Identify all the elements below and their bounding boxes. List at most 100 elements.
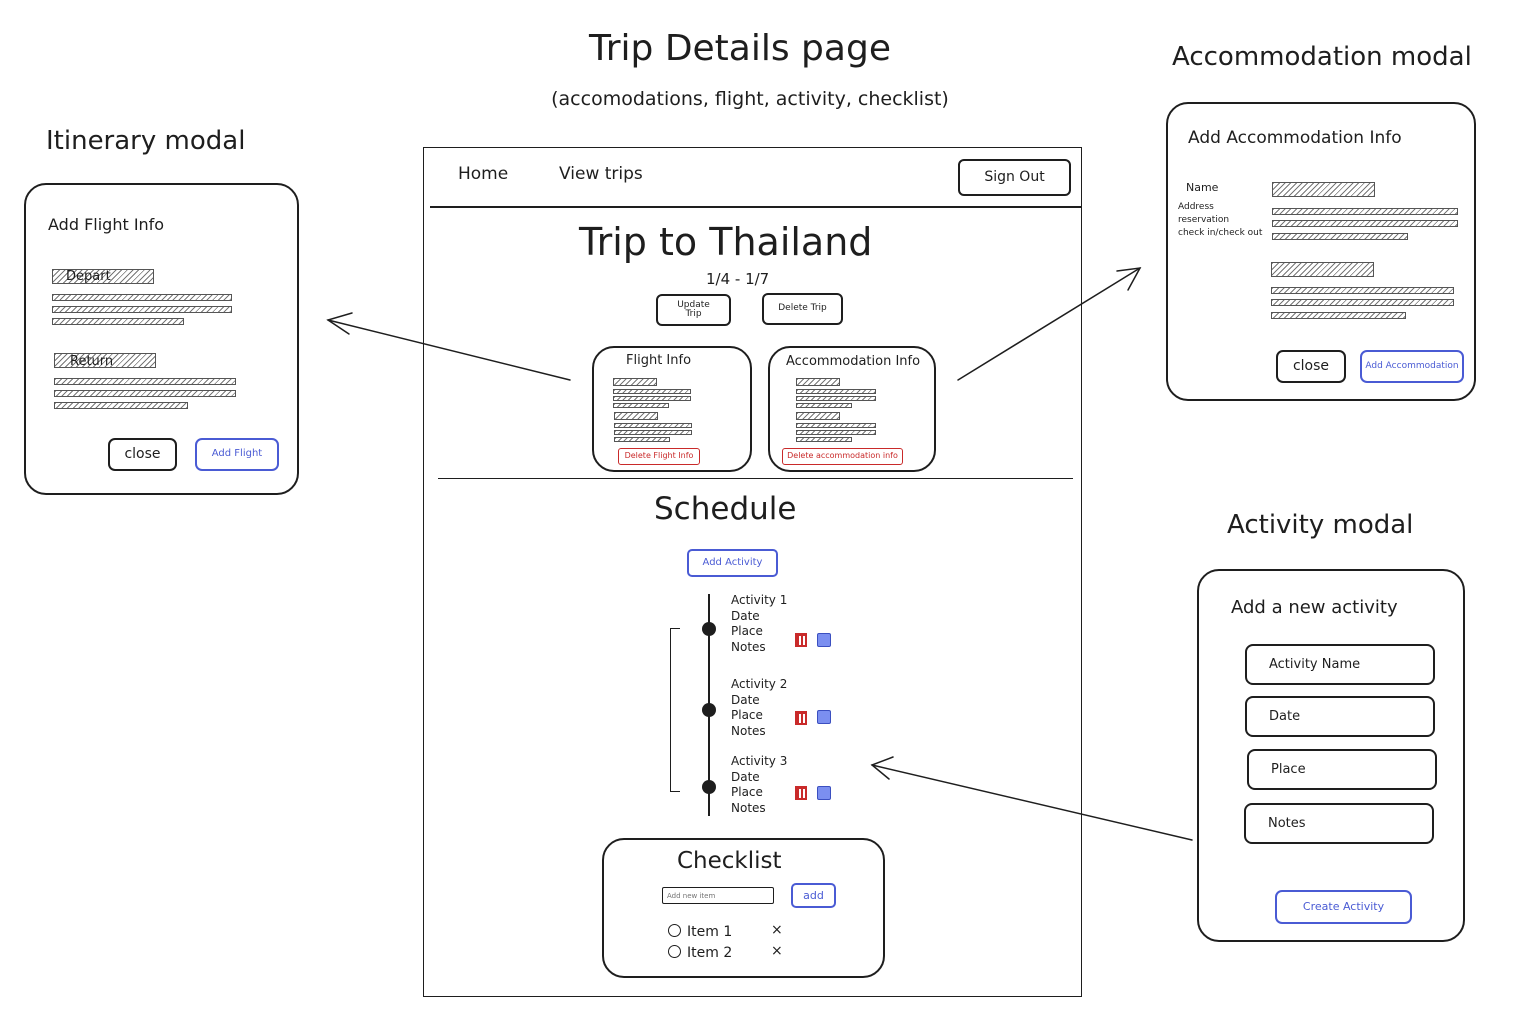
page-subtitle: (accomodations, flight, activity, checkl… — [551, 88, 949, 110]
activity-name: Activity 1 — [731, 593, 788, 607]
update-trip-button[interactable]: Update Trip — [656, 294, 731, 326]
activity-notes: Notes — [731, 723, 766, 738]
remove-item-icon[interactable]: × — [771, 943, 783, 959]
checkin-label: check in/check out — [1178, 228, 1263, 238]
checklist-input[interactable] — [662, 887, 774, 904]
return-label-box — [614, 412, 658, 420]
depart-input-line[interactable] — [52, 306, 232, 313]
flight-line — [613, 389, 691, 394]
flight-line — [613, 396, 691, 401]
trash-icon[interactable] — [795, 786, 807, 800]
place-field[interactable]: Place — [1247, 749, 1437, 790]
flight-line — [613, 403, 669, 408]
add-accommodation-button[interactable]: Add Accommodation — [1360, 350, 1464, 383]
nav-view-trips[interactable]: View trips — [559, 164, 643, 184]
nav-home[interactable]: Home — [458, 164, 509, 184]
arrow-to-activity — [871, 764, 1193, 841]
timeline-bracket — [670, 628, 680, 792]
delete-flight-button[interactable]: Delete Flight Info — [618, 448, 700, 465]
card-title: Flight Info — [626, 353, 692, 368]
activity-modal: Add a new activity Activity Name Date Pl… — [1197, 569, 1465, 942]
depart-label-box — [613, 378, 657, 386]
depart-input-line[interactable] — [52, 318, 184, 325]
second-reservation-input[interactable] — [1271, 299, 1454, 306]
notes-field[interactable]: Notes — [1244, 803, 1434, 844]
return-input-line[interactable] — [54, 378, 236, 385]
modal-heading: Add Accommodation Info — [1188, 128, 1402, 148]
name-input[interactable] — [1272, 182, 1375, 197]
activity-name-field[interactable]: Activity Name — [1245, 644, 1435, 685]
second-name-input[interactable] — [1271, 262, 1374, 277]
section-divider — [438, 478, 1073, 479]
accommodation-line — [796, 423, 876, 428]
reservation-input[interactable] — [1272, 220, 1458, 227]
checklist-add-button[interactable]: add — [791, 883, 836, 908]
activity-date: Date — [731, 769, 760, 784]
edit-icon[interactable] — [817, 786, 831, 800]
add-activity-button[interactable]: Add Activity — [687, 549, 778, 577]
close-button[interactable]: close — [1276, 350, 1346, 383]
accommodation-line — [796, 437, 852, 442]
accommodation-modal: Add Accommodation Info Name Address rese… — [1166, 102, 1476, 401]
second-address-input[interactable] — [1271, 287, 1454, 294]
edit-icon[interactable] — [817, 633, 831, 647]
accommodation-line — [796, 412, 840, 420]
page-title: Trip Details page — [589, 28, 891, 69]
timeline-dot — [702, 622, 716, 636]
delete-accommodation-button[interactable]: Delete accommodation info — [782, 448, 903, 465]
depart-label: Depart — [66, 269, 111, 284]
flight-info-card: Flight Info Delete Flight Info — [592, 346, 752, 472]
sign-out-button[interactable]: Sign Out — [958, 159, 1071, 196]
trash-icon[interactable] — [795, 711, 807, 725]
radio-icon[interactable] — [668, 945, 681, 958]
return-input-line[interactable] — [54, 390, 236, 397]
edit-icon[interactable] — [817, 710, 831, 724]
arrow-to-accommodation — [957, 267, 1141, 381]
itinerary-modal: Add Flight Info Depart Return close Add … — [24, 183, 299, 495]
accommodation-modal-caption: Accommodation modal — [1172, 42, 1472, 72]
accommodation-line — [796, 378, 840, 386]
modal-heading: Add a new activity — [1231, 597, 1398, 618]
address-label: Address — [1178, 202, 1214, 212]
activity-name: Activity 2 — [731, 677, 788, 691]
return-input-line[interactable] — [54, 402, 188, 409]
accommodation-line — [796, 430, 876, 435]
activity-notes: Notes — [731, 800, 766, 815]
activity-item: Activity 2 Date Place Notes — [731, 677, 787, 739]
activity-item: Activity 1 Date Place Notes — [731, 593, 787, 655]
activity-date: Date — [731, 692, 760, 707]
remove-item-icon[interactable]: × — [771, 922, 783, 938]
accommodation-line — [796, 403, 852, 408]
add-flight-button[interactable]: Add Flight — [195, 438, 279, 471]
checklist-item-label: Item 1 — [687, 924, 733, 940]
checklist-heading: Checklist — [677, 848, 782, 874]
flight-line — [614, 430, 692, 435]
accommodation-line — [796, 389, 876, 394]
name-label: Name — [1186, 181, 1219, 194]
trash-icon[interactable] — [795, 633, 807, 647]
return-label-box — [54, 353, 156, 368]
activity-name: Activity 3 — [731, 754, 788, 768]
delete-trip-button[interactable]: Delete Trip — [762, 293, 843, 325]
second-checkin-input[interactable] — [1271, 312, 1406, 319]
address-input[interactable] — [1272, 208, 1458, 215]
depart-label-box — [52, 269, 154, 284]
checklist-item: Item 2 × — [668, 943, 828, 961]
arrow-to-itinerary — [327, 319, 571, 381]
activity-date: Date — [731, 608, 760, 623]
trip-title: Trip to Thailand — [579, 220, 873, 264]
create-activity-button[interactable]: Create Activity — [1275, 890, 1412, 924]
radio-icon[interactable] — [668, 924, 681, 937]
checklist-card: Checklist add Item 1 × Item 2 × — [602, 838, 885, 978]
trip-details-page: Home View trips Sign Out Trip to Thailan… — [423, 147, 1082, 997]
checkin-input[interactable] — [1272, 233, 1408, 240]
modal-heading: Add Flight Info — [48, 215, 165, 234]
checklist-item: Item 1 × — [668, 922, 828, 940]
activity-modal-caption: Activity modal — [1227, 510, 1414, 540]
flight-line — [614, 437, 670, 442]
timeline-dot — [702, 703, 716, 717]
depart-input-line[interactable] — [52, 294, 232, 301]
close-button[interactable]: close — [108, 438, 177, 471]
date-field[interactable]: Date — [1245, 696, 1435, 737]
